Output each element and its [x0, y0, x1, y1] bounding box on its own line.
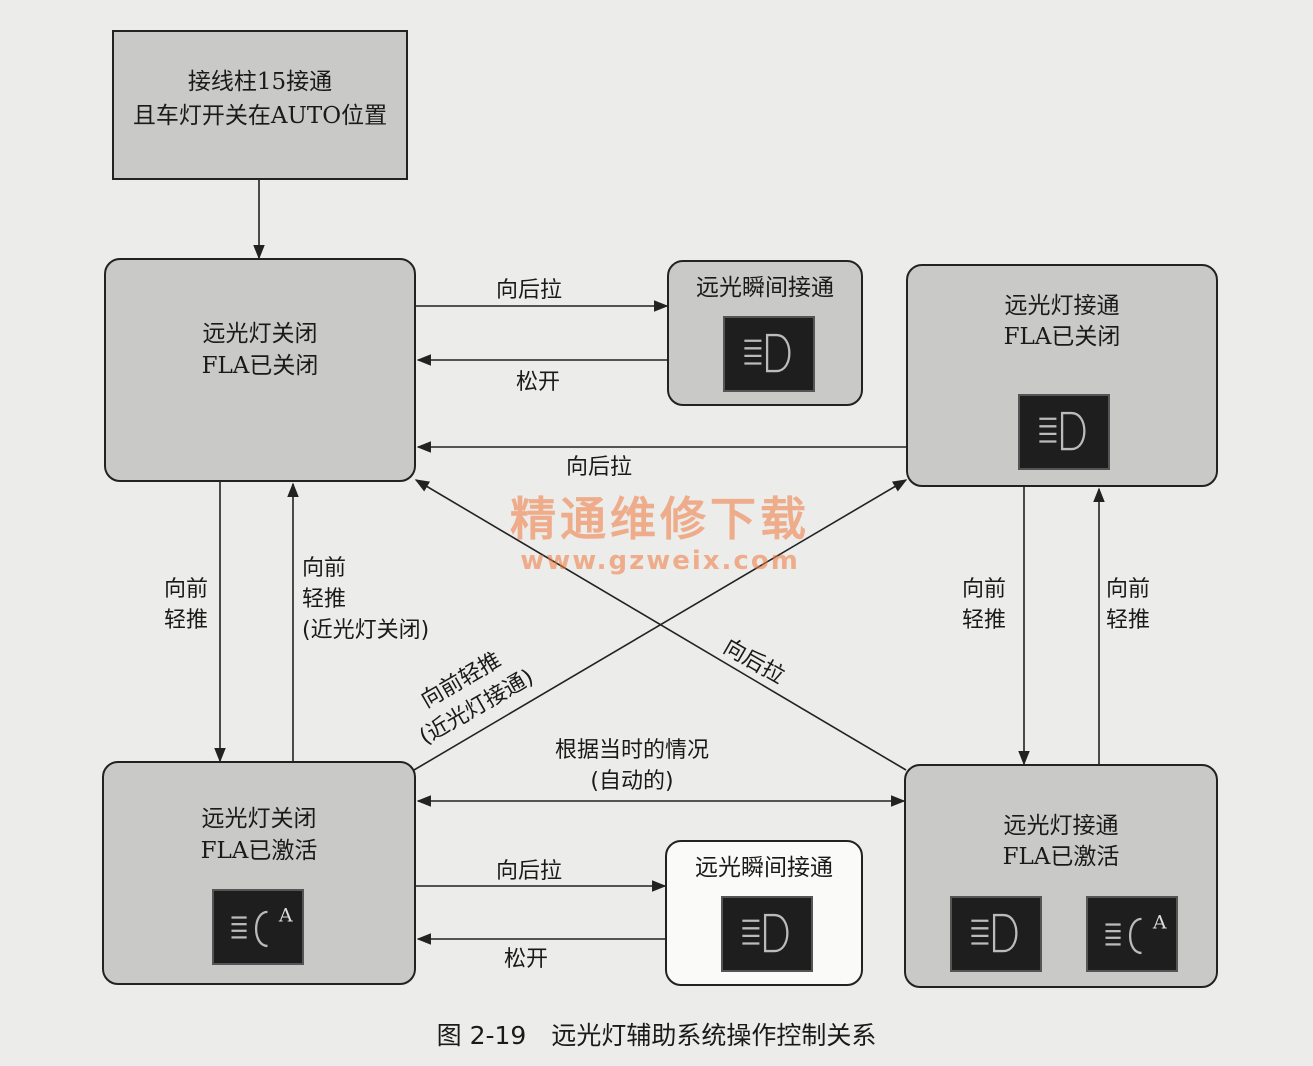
s2-line1: 远光灯接通 [1004, 293, 1120, 319]
edge-label-push-s4-s2: 向前 轻推 [1106, 577, 1151, 633]
edge-label-release-bottom: 松开 [504, 947, 549, 972]
edge-label-push-s3-s1: 向前 轻推 (近光灯关闭) [302, 556, 430, 643]
state-high-beam-off-fla-active: 远光灯关闭 FLA已激活 A [102, 761, 416, 985]
figure-caption: 图 2-19 远光灯辅助系统操作控制关系 [436, 1021, 877, 1050]
edge-label-push-s2-s4: 向前 轻推 [962, 577, 1007, 633]
state-high-beam-on-fla-off: 远光灯接通 FLA已关闭 [906, 264, 1218, 487]
high-beam-icon [723, 316, 815, 392]
flash-top-title: 远光瞬间接通 [696, 275, 834, 301]
watermark: 精通维修下载 www.gzweix.com [480, 492, 840, 576]
watermark-title: 精通维修下载 [510, 492, 810, 546]
s4-line2: FLA已激活 [1002, 844, 1120, 870]
high-beam-icon [950, 896, 1042, 972]
auto-letter: A [278, 904, 293, 926]
high-beam-auto-icon: A [1086, 896, 1178, 972]
watermark-url: www.gzweix.com [520, 546, 800, 576]
state-high-beam-on-fla-active: 远光灯接通 FLA已激活 A [904, 764, 1218, 988]
arrow-s4-to-s1 [414, 479, 907, 771]
edge-label-pull-back-top: 向后拉 [496, 278, 563, 303]
state-flash-bottom: 远光瞬间接通 [665, 840, 863, 986]
state-flash-top: 远光瞬间接通 [667, 260, 863, 406]
s1-line2: FLA已关闭 [201, 353, 319, 379]
edge-label-pull-back-bottom: 向后拉 [496, 859, 563, 884]
s4-line1: 远光灯接通 [1003, 813, 1119, 839]
start-line1: 接线柱15接通 [187, 69, 333, 95]
edge-label-release-top: 松开 [516, 370, 561, 395]
s3-line1: 远光灯关闭 [201, 806, 317, 832]
high-beam-icon [1018, 394, 1110, 470]
edge-label-push-s1-s3: 向前 轻推 [164, 577, 209, 633]
s3-line2: FLA已激活 [200, 838, 318, 864]
edge-label-auto-s3-s4: 根据当时的情况 (自动的) [555, 738, 710, 794]
auto-letter: A [1152, 911, 1167, 933]
high-beam-icon [721, 896, 813, 972]
flash-bottom-title: 远光瞬间接通 [695, 855, 833, 881]
start-condition-box: 接线柱15接通 且车灯开关在AUTO位置 [112, 30, 408, 180]
edge-label-pull-back-s2-s1: 向后拉 [566, 455, 633, 480]
start-line2: 且车灯开关在AUTO位置 [132, 103, 388, 129]
high-beam-auto-icon: A [212, 889, 304, 965]
state-high-beam-off-fla-off: 远光灯关闭 FLA已关闭 [104, 258, 416, 482]
s1-line1: 远光灯关闭 [202, 321, 318, 347]
s2-line2: FLA已关闭 [1003, 324, 1121, 350]
